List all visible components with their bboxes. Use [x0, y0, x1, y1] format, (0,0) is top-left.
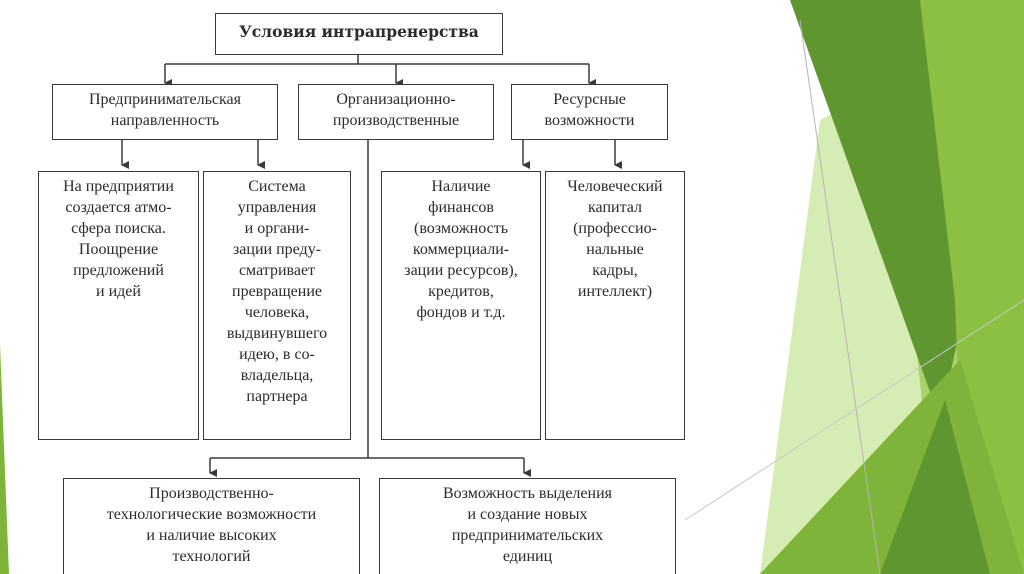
left-green-stripe [0, 345, 9, 574]
bottom-text: Возможность выделения [442, 485, 612, 502]
bottom-text: и наличие высоких [146, 527, 277, 544]
bottom-text: Производственно- [149, 485, 274, 502]
detail-text: сматривает [238, 262, 316, 279]
detail-text: создается атмо- [65, 199, 172, 216]
detail-text: капитал [588, 199, 642, 216]
detail-text: (профессио- [573, 220, 657, 237]
root-box: Условия интрапренерства [215, 13, 503, 55]
detail-text: сфера поиска. [71, 220, 166, 237]
detail-text: интеллект) [577, 283, 653, 300]
bottom-box-new-units: Возможность выделения и создание новых п… [379, 478, 676, 574]
detail-box-human-capital: Человеческий капитал (профессио- нальные… [545, 171, 685, 440]
category-label: Ресурсные [553, 91, 626, 108]
bottom-box-technology: Производственно- технологические возможн… [63, 478, 360, 574]
detail-text: кредитов, [428, 283, 494, 300]
detail-text: фондов и т.д. [416, 304, 506, 321]
detail-text: человека, [244, 304, 310, 321]
detail-text: и органи- [244, 220, 310, 237]
category-box-resources: Ресурсные возможности [511, 84, 668, 140]
right-thin-line [799, 19, 881, 574]
detail-text: партнера [246, 388, 308, 405]
category-label: Организационно- [336, 91, 456, 108]
category-label: Предпринимательская [88, 91, 241, 108]
detail-text: финансов [428, 199, 494, 216]
detail-text: нальные [586, 241, 644, 258]
category-label: производственные [332, 112, 460, 129]
category-box-organizational: Организационно- производственные [298, 84, 494, 140]
detail-text: идею, в со- [239, 346, 315, 363]
detail-box-management-system: Система управления и органи- зации преду… [203, 171, 351, 440]
detail-text: предложений [73, 262, 164, 279]
right-mid-triangle [920, 0, 1024, 574]
detail-text: кадры, [592, 262, 638, 279]
detail-text: Человеческий [567, 178, 663, 195]
category-label: направленность [110, 112, 220, 129]
detail-text: зации преду- [232, 241, 322, 258]
detail-box-search-atmosphere: На предприятии создается атмо- сфера пои… [38, 171, 199, 440]
detail-text: владельца, [240, 367, 314, 384]
bottom-text: технологические возможности [106, 506, 317, 523]
detail-text: и идей [96, 283, 141, 300]
detail-text: управления [237, 199, 317, 216]
detail-text: Наличие [431, 178, 491, 195]
bottom-text: единиц [502, 548, 553, 565]
detail-text: На предприятии [63, 178, 174, 195]
bottom-text: технологий [172, 548, 251, 565]
detail-text: зации ресурсов), [404, 262, 518, 279]
detail-text: превращение [232, 283, 322, 300]
detail-text: Поощрение [78, 241, 159, 258]
category-label: возможности [544, 112, 635, 129]
right-thin-line-2 [684, 299, 1024, 521]
detail-text: выдвинувшего [226, 325, 328, 342]
detail-text: (возможность [414, 220, 508, 237]
right-bottom-dark [880, 400, 990, 574]
right-dark-triangle [790, 0, 960, 420]
detail-box-finances: Наличие финансов (возможность коммерциал… [381, 171, 541, 440]
bottom-text: предпринимательских [451, 527, 604, 544]
bottom-text: и создание новых [467, 506, 588, 523]
category-box-entrepreneurial: Предпринимательская направленность [52, 84, 278, 140]
detail-text: Система [248, 178, 306, 195]
detail-text: коммерциали- [412, 241, 510, 258]
root-title: Условия интрапренерства [239, 22, 479, 41]
